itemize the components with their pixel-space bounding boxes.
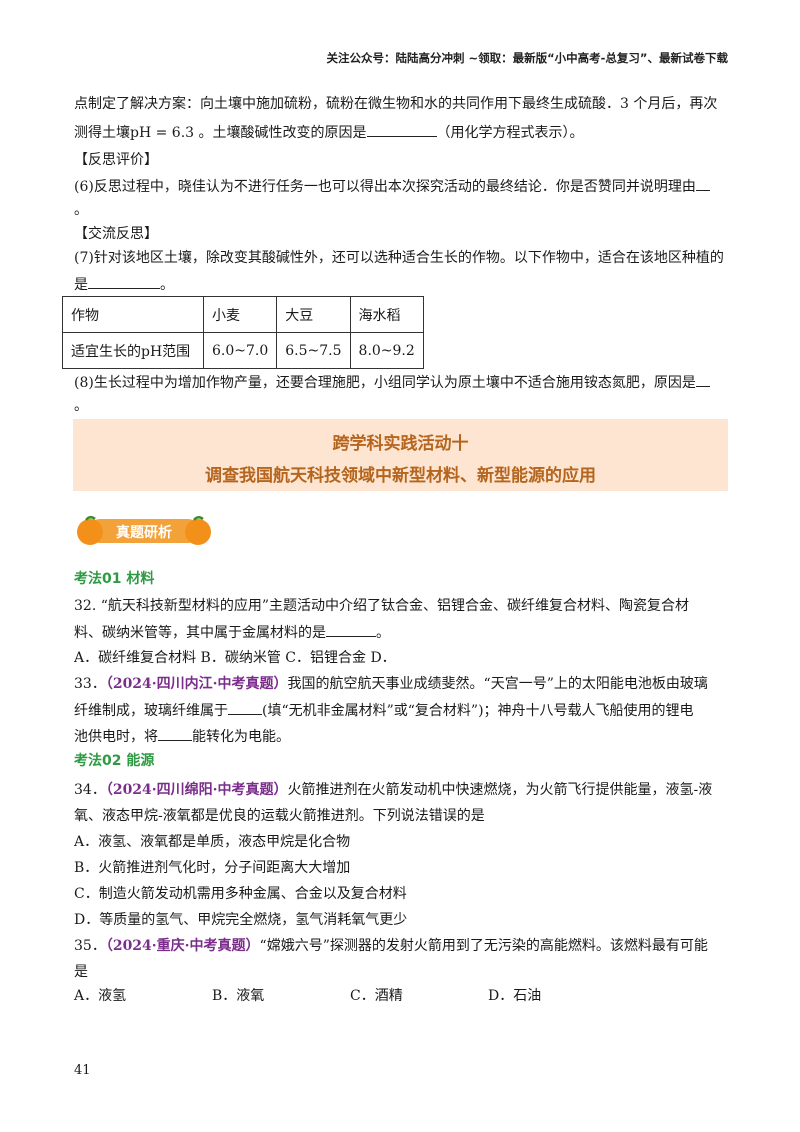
question-32-options: A．碳纤维复合材料 B．碳纳米管 C．铝锂合金 D． [74,650,396,666]
table-row: 作物 小麦 大豆 海水稻 [62,296,424,333]
question-8: (8)生长过程中为增加作物产量，还要合理施肥，小组同学认为原土壤中不适合施用铵态… [74,372,710,393]
table-header-cell: 海水稻 [349,296,424,333]
question-35-option-a: A．液氢 [74,988,127,1004]
question-32-line-2: 料、碳纳米管等，其中属于金属材料的是 。 [74,622,390,643]
answer-blank[interactable] [228,700,262,715]
intro-line-2: 测得土壤pH = 6.3 。土壤酸碱性改变的原因是 （用化学方程式表示）。 [74,122,584,143]
question-33-text-c: 池供电时，将 [74,729,158,745]
question-32-text: 料、碳纳米管等，其中属于金属材料的是 [74,625,326,641]
intro-line-1: 点制定了解决方案：向土壤中施加硫粉，硫粉在微生物和水的共同作用下最终生成硫酸．3… [74,96,718,112]
question-33-line-3: 池供电时，将 能转化为电能。 [74,726,290,747]
banner-subtitle: 调查我国航天科技领域中新型材料、新型能源的应用 [205,466,596,486]
answer-blank[interactable] [326,622,376,637]
question-33-line-1: 33．（2024·四川内江·中考真题）我国的航空航天事业成绩斐然。“天宫一号”上… [74,674,708,694]
question-number: 35． [74,938,106,954]
question-6-end: 。 [74,202,88,218]
answer-blank[interactable] [366,122,437,137]
question-8-end: 。 [74,398,88,414]
page-number: 41 [74,1063,91,1078]
question-number: 33． [74,676,106,692]
table-row: 适宜生长的pH范围 6.0~7.0 6.5~7.5 8.0~9.2 [62,332,424,369]
table-header-cell: 作物 [62,296,204,333]
intro-text-b: （用化学方程式表示）。 [436,125,584,141]
banner-title: 跨学科实践活动十 [332,434,469,454]
table-cell: 6.0~7.0 [202,332,278,369]
question-34-option-c: C．制造火箭发动机需用多种金属、合金以及复合材料 [74,886,407,902]
crop-ph-table: 作物 小麦 大豆 海水稻 适宜生长的pH范围 6.0~7.0 6.5~7.5 8… [62,296,424,369]
table-cell: 8.0~9.2 [349,332,424,369]
question-35-option-d: D．石油 [488,988,542,1004]
question-35-option-c: C．酒精 [350,988,403,1004]
question-8-text: (8)生长过程中为增加作物产量，还要合理施肥，小组同学认为原土壤中不适合施用铵态… [74,375,696,391]
answer-blank[interactable] [695,176,710,191]
question-35-text: “嫦娥六号”探测器的发射火箭用到了无污染的高能燃料。该燃料最有可能 [259,938,708,954]
question-6-text: (6)反思过程中，晓佳认为不进行任务一也可以得出本次探究活动的最终结论．你是否赞… [74,179,696,195]
question-32-line-1: 32. “航天科技新型材料的应用”主题活动中介绍了钛合金、铝锂合金、碳纤维复合材… [74,598,690,614]
question-number: 34． [74,782,106,798]
question-source: （2024·重庆·中考真题） [105,938,260,954]
answer-blank[interactable] [88,274,160,289]
question-32-end: 。 [376,625,390,641]
question-7-line-2: 是。 [74,274,174,295]
question-34-option-d: D．等质量的氢气、甲烷完全燃烧，氢气消耗氧气更少 [74,912,408,928]
page-header: 关注公众号：陆陆高分冲刺 ~领取：最新版“小中高考-总复习”、最新试卷下载 [326,51,728,65]
question-33-text-d: 能转化为电能。 [192,729,290,745]
question-7-line-1: (7)针对该地区土壤，除改变其酸碱性外，还可以选种适合生长的作物。以下作物中，适… [74,250,724,266]
answer-blank[interactable] [158,726,192,741]
answer-blank[interactable] [695,372,710,387]
question-33-text: 我国的航空航天事业成绩斐然。“天宫一号”上的太阳能电池板由玻璃 [287,676,708,692]
question-34-option-b: B．火箭推进剂气化时，分子间距离大大增加 [74,860,351,876]
table-cell: 6.5~7.5 [276,332,351,369]
question-35-line-2: 是 [74,964,88,980]
question-34-line-2: 氧、液态甲烷-液氧都是优良的运载火箭推进剂。下列说法错误的是 [74,808,485,824]
intro-text-a: 测得土壤pH = 6.3 。土壤酸碱性改变的原因是 [74,125,367,141]
question-34-text: 火箭推进剂在火箭发动机中快速燃烧，为火箭飞行提供能量，液氢-液 [287,782,713,798]
exchange-heading: 【交流反思】 [74,226,158,242]
question-33-line-2: 纤维制成，玻璃纤维属于 (填“无机非金属材料”或“复合材料”)；神舟十八号载人飞船… [74,700,694,721]
orange-badge-icon: 真题研析 [77,516,211,545]
badge-label: 真题研析 [116,524,172,541]
question-7-end: 。 [160,277,174,293]
method-1-title: 考法01 材料 [74,571,155,587]
question-7-text: 是 [74,277,88,293]
question-source: （2024·四川绵阳·中考真题） [105,782,288,798]
question-34-line-1: 34．（2024·四川绵阳·中考真题）火箭推进剂在火箭发动机中快速燃烧，为火箭飞… [74,780,712,800]
method-2-title: 考法02 能源 [74,753,155,769]
section-banner: 跨学科实践活动十 调查我国航天科技领域中新型材料、新型能源的应用 [73,419,728,491]
question-34-option-a: A．液氢、液氧都是单质，液态甲烷是化合物 [74,834,351,850]
question-33-text-b: (填“无机非金属材料”或“复合材料”)；神舟十八号载人飞船使用的锂电 [262,703,694,719]
table-header-cell: 大豆 [276,296,351,333]
question-source: （2024·四川内江·中考真题） [105,676,288,692]
table-header-cell: 小麦 [202,296,278,333]
reflect-heading: 【反思评价】 [74,152,158,168]
table-row-label: 适宜生长的pH范围 [62,332,204,369]
question-35-option-b: B．液氧 [212,988,265,1004]
question-33-text-a: 纤维制成，玻璃纤维属于 [74,703,228,719]
question-6: (6)反思过程中，晓佳认为不进行任务一也可以得出本次探究活动的最终结论．你是否赞… [74,176,710,197]
question-35-line-1: 35．（2024·重庆·中考真题）“嫦娥六号”探测器的发射火箭用到了无污染的高能… [74,936,708,956]
